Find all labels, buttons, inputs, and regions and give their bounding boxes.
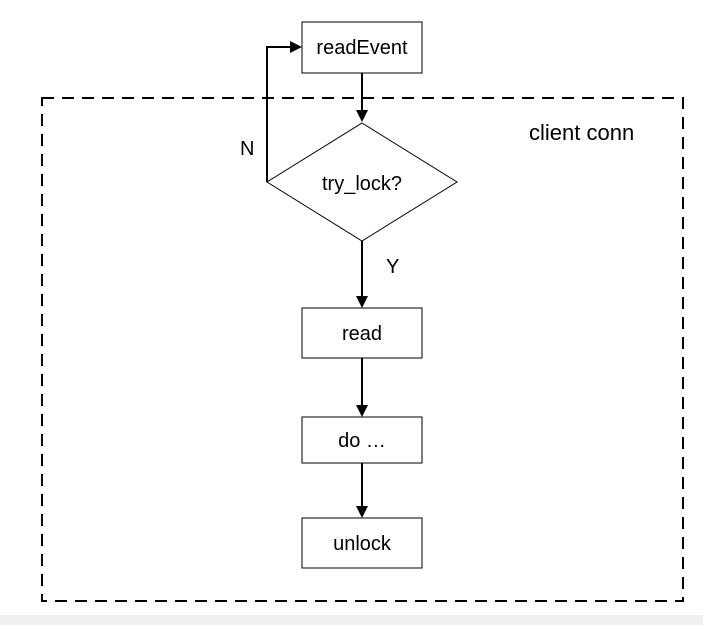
read-event-label: readEvent (316, 37, 408, 59)
bottom-strip (0, 615, 703, 625)
client-conn-label: client conn (529, 120, 634, 145)
try-lock-label: try_lock? (322, 173, 402, 195)
unlock-label: unlock (333, 533, 392, 555)
no-branch-label: N (240, 138, 254, 160)
arrowhead-try-lock (356, 110, 368, 122)
arrowhead-read-event (290, 41, 302, 53)
unlock-node (301, 517, 423, 569)
read-event-node (301, 21, 423, 74)
do-node (301, 416, 423, 464)
edge-no-loop (266, 46, 290, 182)
arrowhead-read (356, 296, 368, 308)
read-label: read (342, 323, 382, 345)
arrowhead-unlock (356, 506, 368, 518)
do-label: do … (338, 430, 386, 452)
yes-branch-label: Y (386, 256, 399, 278)
arrowhead-do (356, 405, 368, 417)
